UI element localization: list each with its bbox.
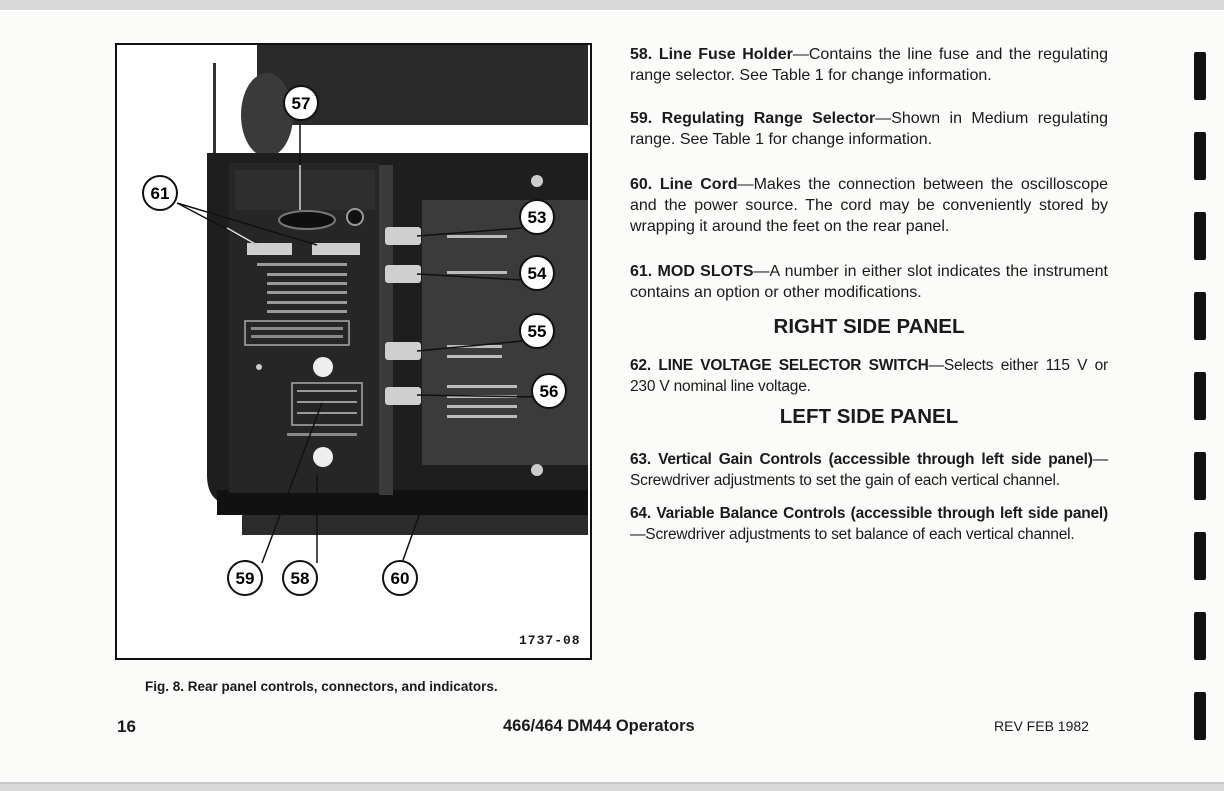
item-63: 63. Vertical Gain Controls (accessible t…: [630, 449, 1108, 491]
item-number: 63.: [630, 451, 651, 468]
item-body: —Selects either 115 V or 230 V nominal l…: [630, 357, 1109, 395]
callout-60: 60: [391, 569, 410, 588]
callout-circle-61: [142, 175, 178, 211]
callout-53: 53: [528, 208, 547, 227]
callout-circle-56: [531, 373, 567, 409]
figure-id: 1737-08: [519, 633, 581, 648]
binder-tab: [1194, 292, 1206, 340]
callout-circle-59: [227, 560, 263, 596]
item-61: 61. MOD SLOTS—A number in either slot in…: [630, 261, 1108, 303]
binder-tab: [1194, 372, 1206, 420]
figure-caption: Fig. 8. Rear panel controls, connectors,…: [145, 679, 498, 694]
callout-59: 59: [236, 569, 255, 588]
item-title: Line Fuse Holder: [658, 46, 793, 63]
item-body: —Shown in Medium regulating range. See T…: [630, 110, 1108, 148]
manual-page: 57 61 53 54 55 56 59 58 60 1737-08 Fig. …: [0, 10, 1224, 784]
callout-61: 61: [151, 184, 170, 203]
callout-58: 58: [291, 569, 310, 588]
item-62: 62. LINE VOLTAGE SELECTOR SWITCH—Selects…: [630, 355, 1108, 397]
callout-56: 56: [540, 382, 559, 401]
item-body: —Contains the line fuse and the regulati…: [630, 46, 1109, 84]
callout-circle-60: [382, 560, 418, 596]
item-64: 64. Variable Balance Controls (accessibl…: [630, 503, 1108, 545]
item-title: LINE VOLTAGE SELECTOR SWITCH: [658, 357, 929, 374]
binder-tab: [1194, 52, 1206, 100]
item-58: 58. Line Fuse Holder—Contains the line f…: [630, 44, 1108, 86]
item-number: 58.: [630, 46, 653, 63]
item-body: —Screwdriver adjustments to set balance …: [630, 526, 1075, 543]
callout-57: 57: [292, 94, 311, 113]
callout-circle-54: [519, 255, 555, 291]
item-title: Variable Balance Controls (accessible th…: [656, 505, 1109, 522]
heading-left-side-panel: LEFT SIDE PANEL: [779, 405, 959, 428]
descriptions-column: 58. Line Fuse Holder—Contains the line f…: [630, 44, 1108, 545]
item-number: 60.: [630, 176, 653, 193]
callout-54: 54: [528, 264, 547, 283]
item-number: 62.: [630, 357, 651, 374]
callout-circle-58: [282, 560, 318, 596]
item-body: —A number in either slot indicates the i…: [630, 263, 1108, 301]
rear-panel-illustration: 57 61 53 54 55 56 59 58 60: [142, 45, 588, 596]
binder-tab: [1194, 612, 1206, 660]
item-body: —Screwdriver adjustments to set the gain…: [630, 451, 1108, 489]
item-number: 59.: [630, 110, 653, 127]
rear-panel-photo: 57 61 53 54 55 56 59 58 60 1737-08: [115, 43, 592, 660]
item-60: 60. Line Cord—Makes the connection betwe…: [630, 174, 1108, 237]
item-number: 64.: [630, 505, 651, 522]
item-title: MOD SLOTS: [657, 263, 754, 280]
binder-tab: [1194, 692, 1206, 740]
footer-title: 466/464 DM44 Operators: [503, 717, 695, 735]
item-title: Line Cord: [659, 176, 738, 193]
binder-tab: [1194, 452, 1206, 500]
item-59: 59. Regulating Range Selector—Shown in M…: [630, 108, 1108, 150]
item-title: Regulating Range Selector: [661, 110, 876, 127]
item-title: Vertical Gain Controls (accessible throu…: [658, 451, 1093, 468]
callout-circle-57: [283, 85, 319, 121]
binder-tab: [1194, 212, 1206, 260]
callout-circle-53: [519, 199, 555, 235]
binder-tab: [1194, 532, 1206, 580]
revision-date: REV FEB 1982: [994, 718, 1089, 734]
page-number: 16: [117, 717, 136, 736]
callout-circle-55: [519, 313, 555, 349]
callout-55: 55: [528, 322, 547, 341]
heading-right-side-panel: RIGHT SIDE PANEL: [773, 315, 965, 338]
binder-tab: [1194, 132, 1206, 180]
item-number: 61.: [630, 263, 653, 280]
item-body: —Makes the connection between the oscill…: [630, 176, 1109, 235]
